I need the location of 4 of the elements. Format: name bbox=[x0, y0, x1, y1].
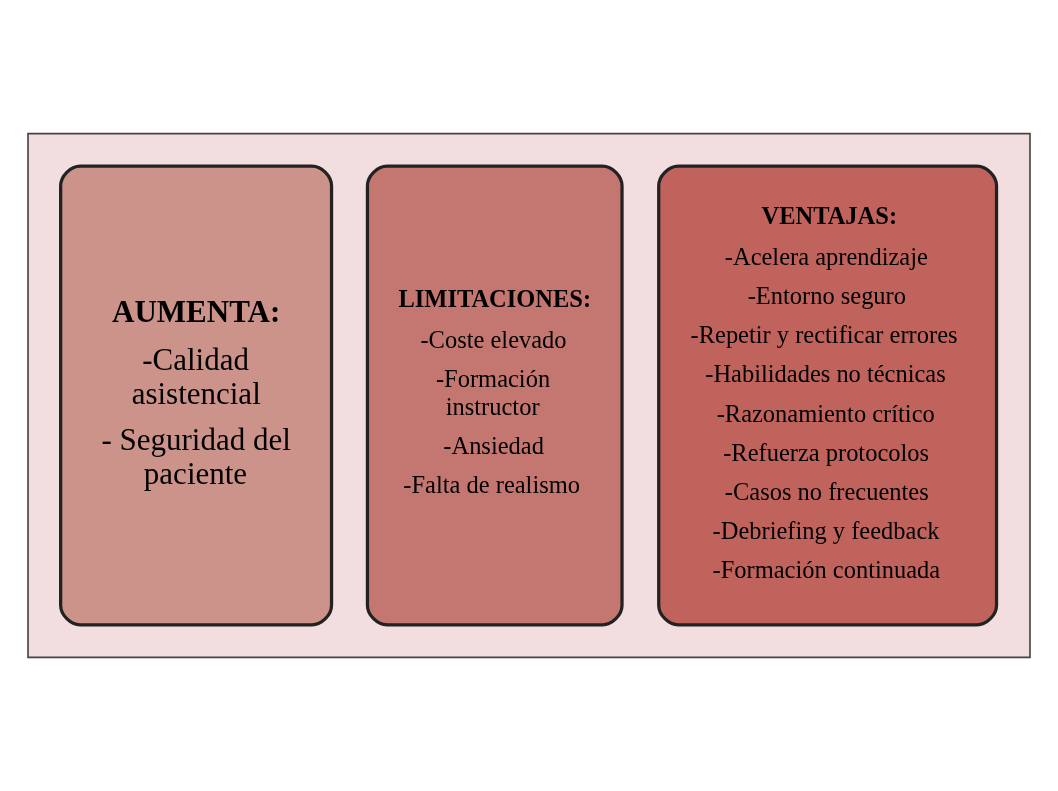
node-box: VENTAJAS: -Acelera aprendizaje -Entorno seguro -Repetir y rectificar errores -Habilidades no técnicas -Razonamiento crítico -Refuerza protocolos -Casos no frecuentes -Debriefing y feedback -Formación continuada bbox=[657, 164, 999, 627]
node-box: AUMENTA: -Calidad asistencial - Seguridad del paciente bbox=[59, 164, 334, 627]
node-box: LIMITACIONES: -Coste elevado -Formación instructor -Ansiedad -Falta de realismo bbox=[365, 164, 624, 627]
cluster bbox=[27, 132, 1031, 659]
